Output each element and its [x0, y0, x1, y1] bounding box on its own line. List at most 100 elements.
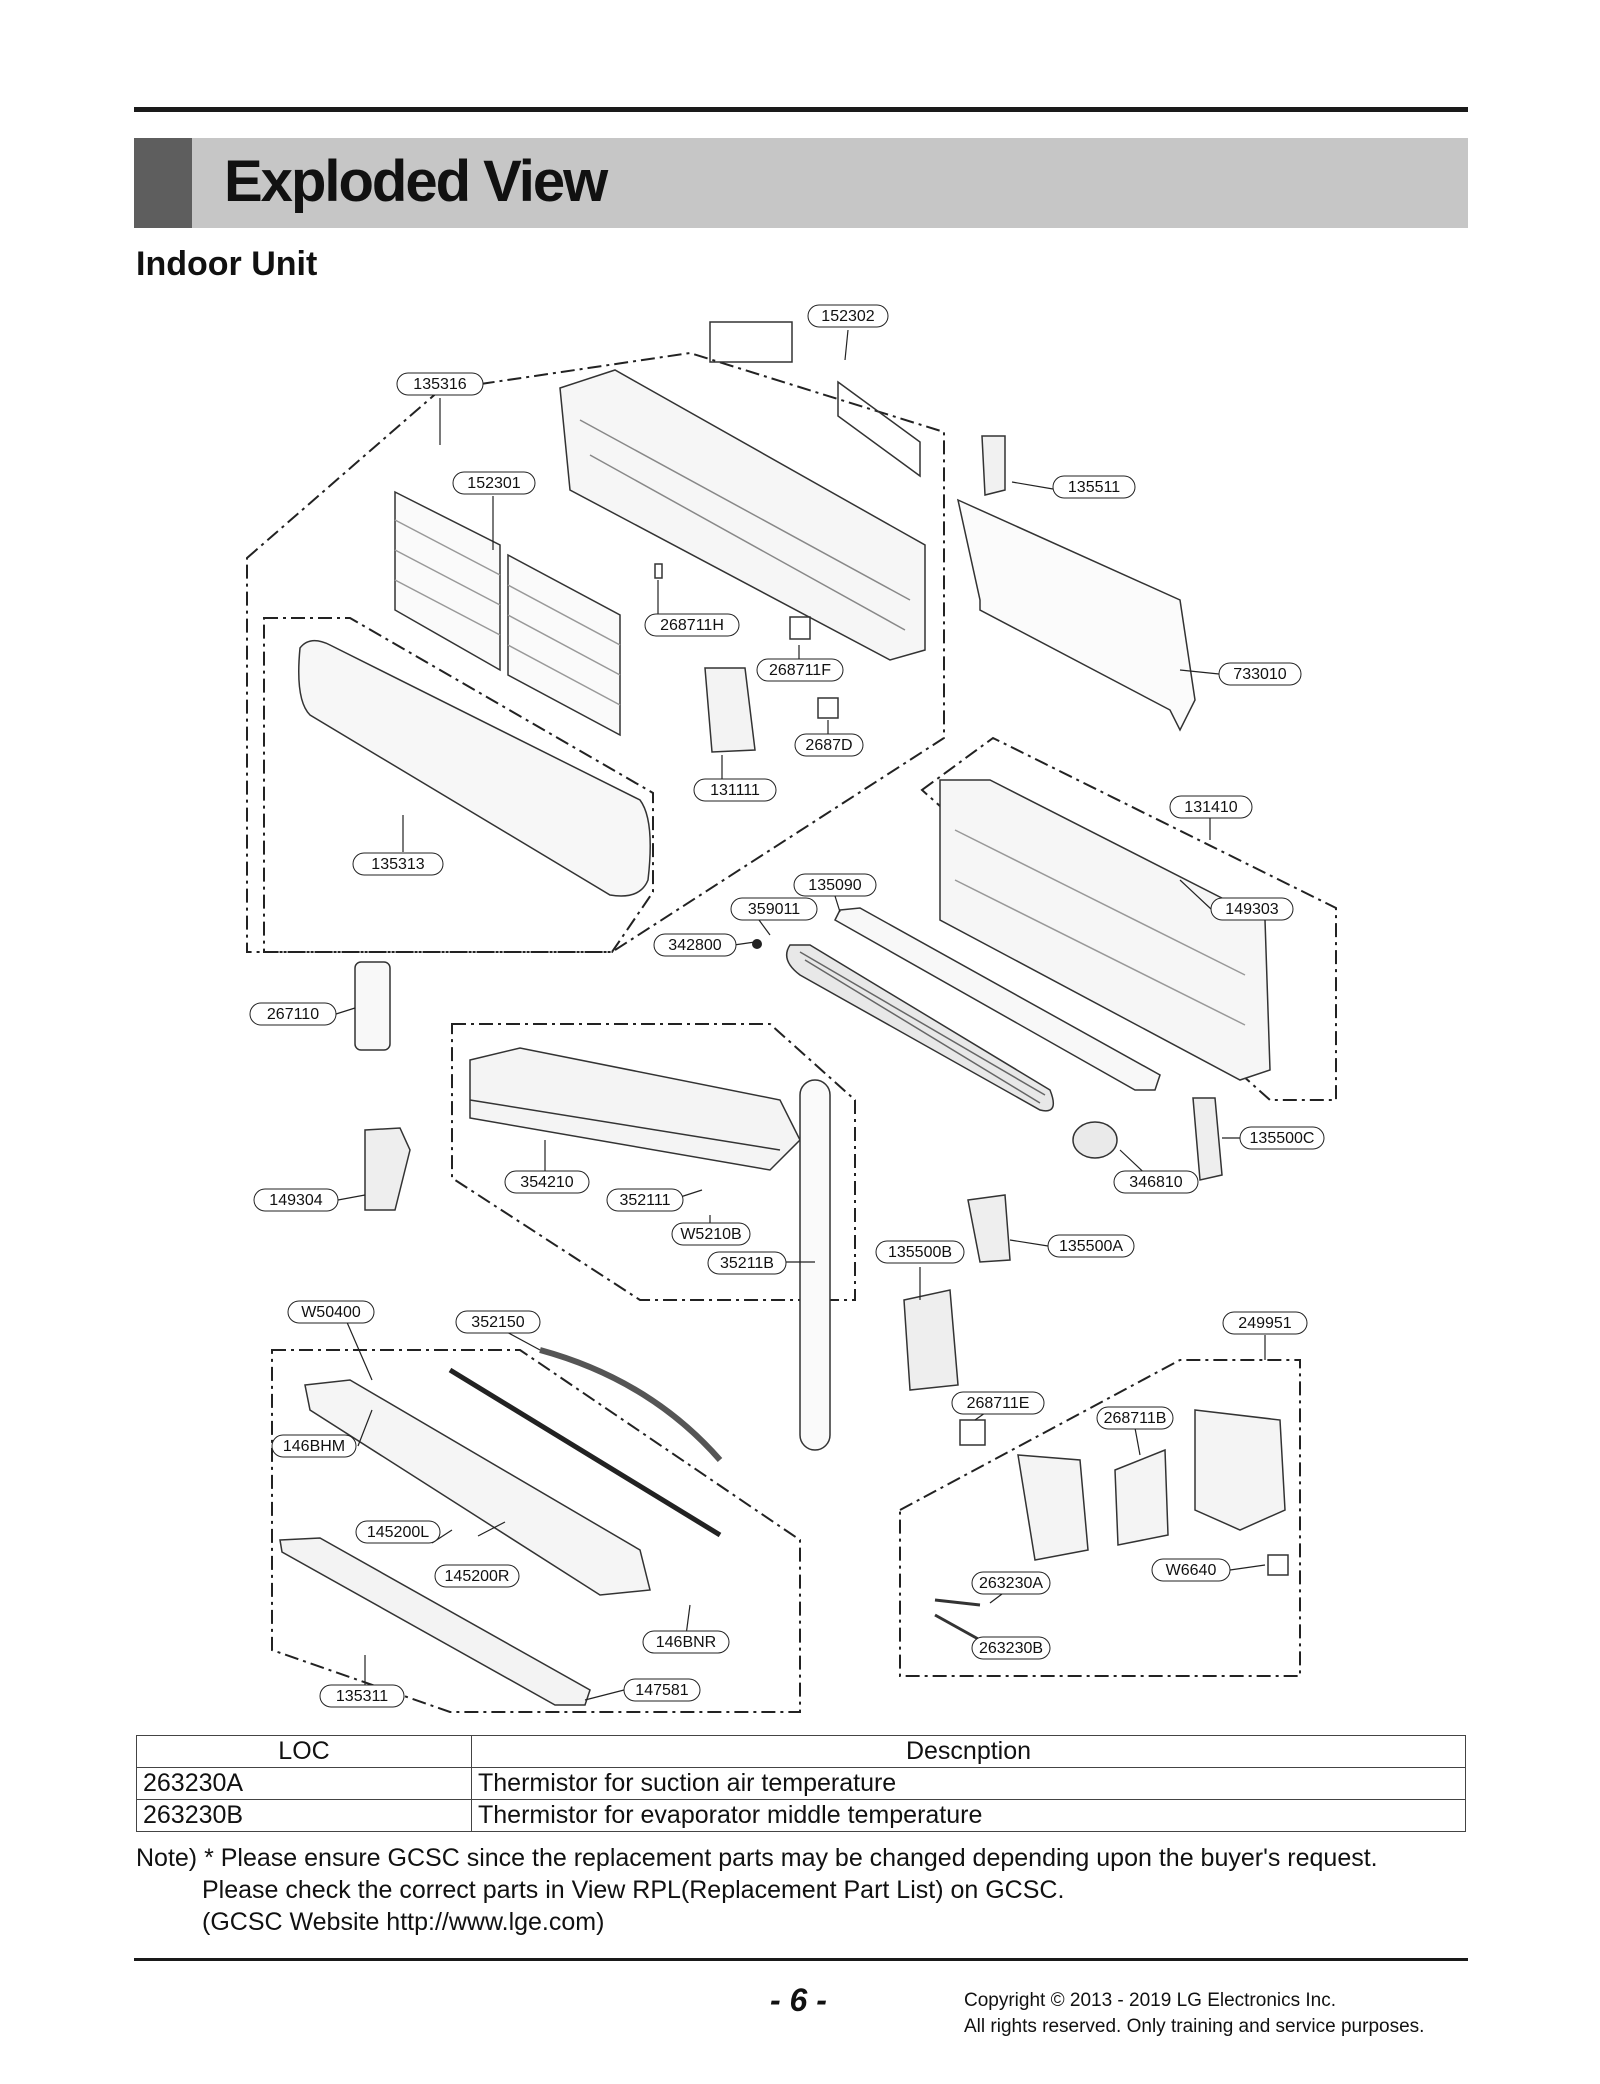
svg-text:135500B: 135500B: [888, 1244, 952, 1261]
svg-text:268711H: 268711H: [660, 617, 724, 634]
copyright-line-2: All rights reserved. Only training and s…: [964, 2016, 1425, 2037]
svg-text:268711B: 268711B: [1104, 1410, 1167, 1427]
svg-text:135313: 135313: [371, 856, 424, 873]
svg-text:249951: 249951: [1238, 1315, 1291, 1332]
callout-267110: 267110: [249, 1002, 337, 1026]
callout-268711B: 268711B: [1096, 1406, 1174, 1430]
svg-text:135500A: 135500A: [1059, 1238, 1123, 1255]
callout-149304: 149304: [253, 1188, 339, 1212]
evaporator-group-outline: [451, 1023, 856, 1301]
box-bracket-part: [1017, 1454, 1089, 1561]
svg-text:342800: 342800: [668, 937, 721, 954]
svg-text:352111: 352111: [619, 1192, 670, 1209]
discharge-grille-part: [279, 1537, 591, 1706]
svg-text:2687D: 2687D: [805, 737, 852, 754]
callout-342800: 342800: [653, 933, 737, 957]
loc-table: LOC Descnption 263230A Thermistor for su…: [136, 1735, 1466, 1832]
evaporator-part: [469, 1047, 801, 1171]
sensor-part-268711H: [654, 563, 663, 579]
callout-147581: 147581: [623, 1678, 701, 1702]
svg-text:145200L: 145200L: [367, 1524, 429, 1541]
svg-text:267110: 267110: [267, 1006, 319, 1023]
callout-135313: 135313: [352, 852, 444, 876]
callout-W5210B: W5210B: [671, 1222, 751, 1246]
svg-text:268711F: 268711F: [769, 662, 831, 679]
callout-268711E: 268711E: [951, 1391, 1045, 1415]
callout-359011: 359011: [730, 897, 818, 921]
copyright: Copyright © 2013 - 2019 LG Electronics I…: [964, 1988, 1424, 2040]
louver-assembly-part: [304, 1379, 651, 1596]
callout-354210: 354210: [504, 1170, 590, 1194]
svg-text:268711E: 268711E: [967, 1395, 1030, 1412]
callout-145200R: 145200R: [434, 1564, 520, 1588]
svg-text:149303: 149303: [1225, 901, 1278, 918]
svg-text:W6640: W6640: [1166, 1562, 1217, 1579]
filter-insert-lower: [837, 380, 921, 478]
svg-text:733010: 733010: [1233, 666, 1286, 683]
page-title: Exploded View: [224, 149, 608, 214]
air-filter-left: [394, 490, 501, 672]
callout-131410: 131410: [1169, 795, 1253, 819]
sensor-part-268711F: [789, 616, 811, 640]
callout-263230B: 263230B: [971, 1636, 1051, 1660]
callout-35211B: 35211B: [707, 1251, 787, 1275]
remote-controller-part: [354, 961, 391, 1051]
exploded-view-diagram: 152302 135316 135511 152301 733010 26871…: [246, 304, 1337, 1713]
control-box-group-outline: [899, 1359, 1301, 1677]
callout-146BNR: 146BNR: [642, 1630, 730, 1654]
callout-352111: 352111: [606, 1188, 684, 1212]
callout-263230A: 263230A: [971, 1571, 1051, 1595]
front-grille-part: [298, 639, 651, 897]
callout-146BHM: 146BHM: [271, 1434, 357, 1458]
installation-plate-part: [956, 498, 1196, 732]
table-cell-description: Thermistor for evaporator middle tempera…: [471, 1799, 1466, 1832]
svg-text:35211B: 35211B: [720, 1255, 774, 1272]
copyright-line-1: Copyright © 2013 - 2019 LG Electronics I…: [964, 1990, 1337, 2011]
callout-145200L: 145200L: [355, 1520, 441, 1544]
note-block: Note) * Please ensure GCSC since the rep…: [136, 1842, 1378, 1938]
cover-part-135500B: [903, 1289, 959, 1391]
table-cell-loc: 263230A: [136, 1767, 472, 1800]
table-cell-description: Thermistor for suction air temperature: [471, 1767, 1466, 1800]
drain-hose-part: [539, 1347, 723, 1462]
page-number: - 6 -: [770, 1982, 827, 2018]
svg-text:145200R: 145200R: [445, 1568, 510, 1585]
svg-text:346810: 346810: [1129, 1174, 1182, 1191]
svg-text:135500C: 135500C: [1250, 1130, 1315, 1147]
title-bar: Exploded View: [134, 138, 1468, 228]
chassis-group-outline: [920, 736, 1337, 1101]
svg-text:135311: 135311: [336, 1688, 388, 1705]
callout-135500C: 135500C: [1239, 1126, 1325, 1150]
thermistor-263230B-part: [934, 1613, 981, 1642]
front-cover-part: [559, 369, 926, 661]
note-line-2: Please check the correct parts in View R…: [202, 1876, 1065, 1904]
table-row: 263230A Thermistor for suction air tempe…: [136, 1767, 1466, 1800]
sensor-part-2687D: [817, 697, 839, 719]
svg-text:W5210B: W5210B: [680, 1226, 741, 1243]
louver-group-outline: [271, 1349, 801, 1713]
callout-268711H: 268711H: [644, 613, 740, 637]
top-rule: [134, 107, 1468, 112]
svg-text:352150: 352150: [471, 1314, 524, 1331]
svg-text:135511: 135511: [1068, 479, 1120, 496]
svg-text:263230A: 263230A: [979, 1575, 1043, 1592]
callout-149303: 149303: [1210, 897, 1294, 921]
callout-249951: 249951: [1222, 1311, 1308, 1335]
callout-135500B: 135500B: [875, 1240, 965, 1264]
callout-268711F: 268711F: [756, 658, 844, 682]
callout-W6640: W6640: [1151, 1558, 1231, 1582]
callout-135090: 135090: [793, 873, 877, 897]
section-subtitle: Indoor Unit: [136, 245, 318, 283]
fan-motor-part: [1072, 1121, 1118, 1159]
callout-131111: 131111: [693, 778, 777, 802]
inner-front-grille-outline: [263, 617, 654, 953]
svg-text:146BNR: 146BNR: [656, 1634, 716, 1651]
control-box-part: [1194, 1409, 1286, 1531]
callout-135500A: 135500A: [1047, 1234, 1135, 1258]
svg-text:131410: 131410: [1184, 799, 1237, 816]
note-line-3: (GCSC Website http://www.lge.com): [202, 1908, 605, 1936]
bottom-rule: [134, 1958, 1468, 1961]
callout-352150: 352150: [455, 1310, 541, 1334]
drain-pan-part: [834, 907, 1161, 1091]
svg-text:135090: 135090: [808, 877, 861, 894]
